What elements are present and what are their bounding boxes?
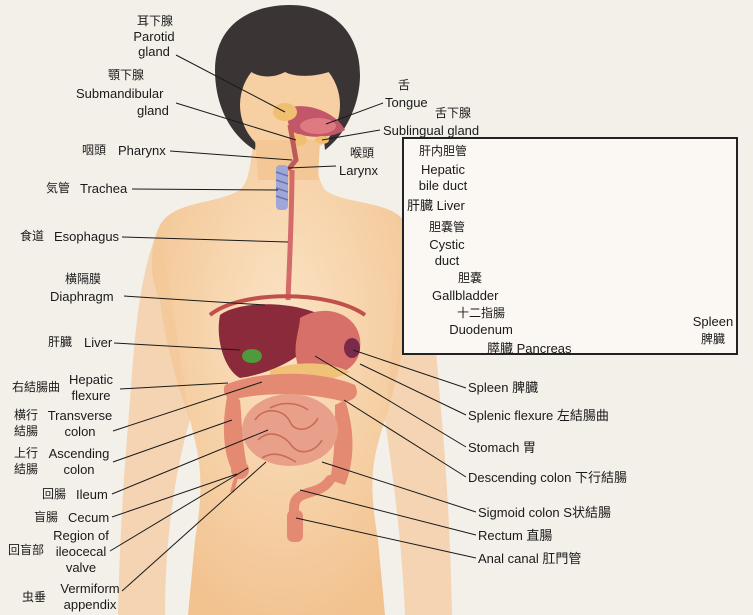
small-intestine xyxy=(242,394,338,466)
label-transverse-en: Transverse xyxy=(44,408,116,423)
label-transverse-en2: colon xyxy=(44,424,116,439)
inset-label-duodenum-jp: 十二指腸 xyxy=(445,306,517,321)
inset-label-gallbladder-jp: 胆嚢 xyxy=(440,271,500,286)
label-esophagus-jp: 食道 xyxy=(20,229,44,244)
label-sublingual-jp: 舌下腺 xyxy=(435,106,471,121)
label-ascending-en: Ascending xyxy=(44,446,114,461)
label-ileocecal-en2: ileocecal xyxy=(50,544,112,559)
label-tongue-jp: 舌 xyxy=(398,78,410,93)
label-ileocecal-jp: 回盲部 xyxy=(8,543,44,558)
inset-label-spleen-jp: 脾臓 xyxy=(688,332,738,347)
label-appendix-en: Vermiform xyxy=(56,581,124,596)
label-appendix-jp: 虫垂 xyxy=(22,590,46,605)
label-rectum: Rectum 直腸 xyxy=(478,528,552,543)
inset-label-pancreas: 膵臓 Pancreas xyxy=(487,341,572,356)
label-larynx-jp: 喉頭 xyxy=(350,146,374,161)
inset-label-spleen-en: Spleen xyxy=(688,314,738,329)
label-trachea-jp: 気管 xyxy=(46,181,70,196)
inset-label-cystic-en: Cystic xyxy=(420,237,474,252)
label-descending-colon: Descending colon 下行結腸 xyxy=(468,470,627,485)
inset-label-hepatic-bile-en: Hepatic xyxy=(410,162,476,177)
label-sublingual-en: Sublingual gland xyxy=(383,123,479,138)
label-larynx-en: Larynx xyxy=(339,163,378,178)
label-hepatic-flexure-jp: 右結腸曲 xyxy=(12,380,60,395)
label-submandibular-en: Submandibular xyxy=(76,86,163,101)
inset-label-liver: 肝臓 Liver xyxy=(407,198,465,213)
label-parotid-jp: 耳下腺 xyxy=(133,14,177,29)
label-ileum-en: Ileum xyxy=(76,487,108,502)
label-diaphragm-en: Diaphragm xyxy=(50,289,114,304)
inset-label-gallbladder-en: Gallbladder xyxy=(432,288,499,303)
label-appendix-en2: appendix xyxy=(56,597,124,612)
label-submandibular-jp: 顎下腺 xyxy=(104,68,148,83)
label-splenic-flexure: Splenic flexure 左結腸曲 xyxy=(468,408,609,423)
label-cecum-jp: 盲腸 xyxy=(34,510,58,525)
label-tongue-en: Tongue xyxy=(385,95,428,110)
label-liver-jp: 肝臓 xyxy=(48,335,72,350)
label-spleen: Spleen 脾臓 xyxy=(468,380,538,395)
label-pharynx-jp: 咽頭 xyxy=(82,143,106,158)
label-trachea-en: Trachea xyxy=(80,181,127,196)
label-anal-canal: Anal canal 肛門管 xyxy=(478,551,581,566)
label-ileocecal-en: Region of xyxy=(50,528,112,543)
label-pharynx-en: Pharynx xyxy=(118,143,166,158)
label-transverse-jp2: 結腸 xyxy=(14,424,38,439)
label-hepatic-flexure-en: Hepatic xyxy=(62,372,120,387)
label-ileocecal-en3: valve xyxy=(50,560,112,575)
label-stomach: Stomach 胃 xyxy=(468,440,536,455)
inset-label-hepatic-bile-en2: bile duct xyxy=(406,178,480,193)
label-ascending-jp: 上行 xyxy=(14,446,38,461)
inset-label-duodenum-en: Duodenum xyxy=(445,322,517,337)
label-parotid-en: Parotid xyxy=(124,29,184,44)
inset-label-cystic-jp: 胆嚢管 xyxy=(420,220,474,235)
label-ascending-jp2: 結腸 xyxy=(14,462,38,477)
label-liver-en: Liver xyxy=(84,335,112,350)
label-sigmoid-colon: Sigmoid colon S状結腸 xyxy=(478,505,611,520)
label-hepatic-flexure-en2: flexure xyxy=(62,388,120,403)
label-diaphragm-jp: 横隔膜 xyxy=(65,272,101,287)
inset-label-cystic-en2: duct xyxy=(420,253,474,268)
label-transverse-jp: 横行 xyxy=(14,408,38,423)
inset-label-hepatic-bile-jp: 肝内胆管 xyxy=(410,144,476,159)
label-parotid-en2: gland xyxy=(124,44,184,59)
label-submandibular-en2: gland xyxy=(137,103,169,118)
label-ascending-en2: colon xyxy=(44,462,114,477)
label-esophagus-en: Esophagus xyxy=(54,229,119,244)
label-cecum-en: Cecum xyxy=(68,510,109,525)
label-ileum-jp: 回腸 xyxy=(42,487,66,502)
